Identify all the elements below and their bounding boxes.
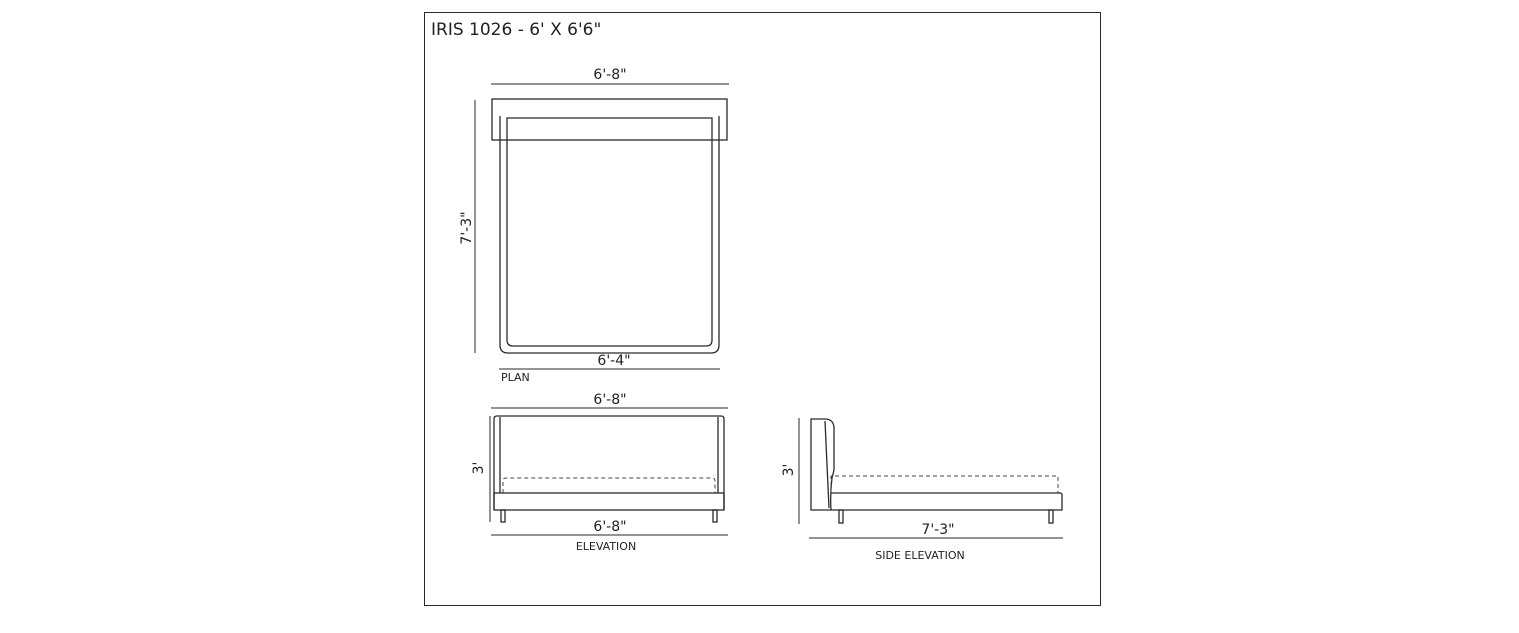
plan-caption: PLAN: [501, 371, 530, 384]
side-leg-back: [1048, 509, 1054, 524]
plan-length-label: 7'-3": [459, 211, 475, 244]
side-height-label: 3': [781, 464, 797, 477]
side-elevation-caption: SIDE ELEVATION: [875, 549, 965, 562]
elevation-mattress: [502, 477, 716, 493]
elevation-base: [493, 492, 725, 511]
elevation-caption: ELEVATION: [576, 540, 636, 553]
plan-view: 6'-8" 7'-3" 6'-4" PLAN: [459, 67, 729, 384]
elevation-width-bottom-label: 6'-8": [593, 519, 626, 535]
sheet-border: [424, 12, 1101, 606]
elevation-view: 6'-8" 3' 6'-8" ELEVATION: [471, 392, 728, 553]
elevation-leg-left: [500, 509, 506, 523]
side-leg-front: [838, 509, 844, 524]
elevation-height-label: 3': [471, 462, 487, 475]
plan-width-bottom-label: 6'-4": [597, 353, 630, 369]
elevation-headboard: [493, 415, 725, 509]
side-base: [831, 492, 1063, 511]
side-length-label: 7'-3": [921, 522, 954, 538]
elevation-leg-right: [712, 509, 718, 523]
elevation-width-top-label: 6'-8": [593, 392, 626, 408]
sheet-title: IRIS 1026 - 6' X 6'6": [431, 20, 601, 40]
side-mattress: [830, 475, 1059, 493]
plan-headboard: [491, 98, 728, 141]
side-elevation-view: 3' 7'-3" SIDE ELEVATION: [781, 418, 1063, 562]
plan-frame-inner: [506, 117, 713, 347]
side-headboard: [810, 418, 835, 511]
plan-width-top-label: 6'-8": [593, 67, 626, 83]
plan-frame-outer: [499, 116, 720, 354]
